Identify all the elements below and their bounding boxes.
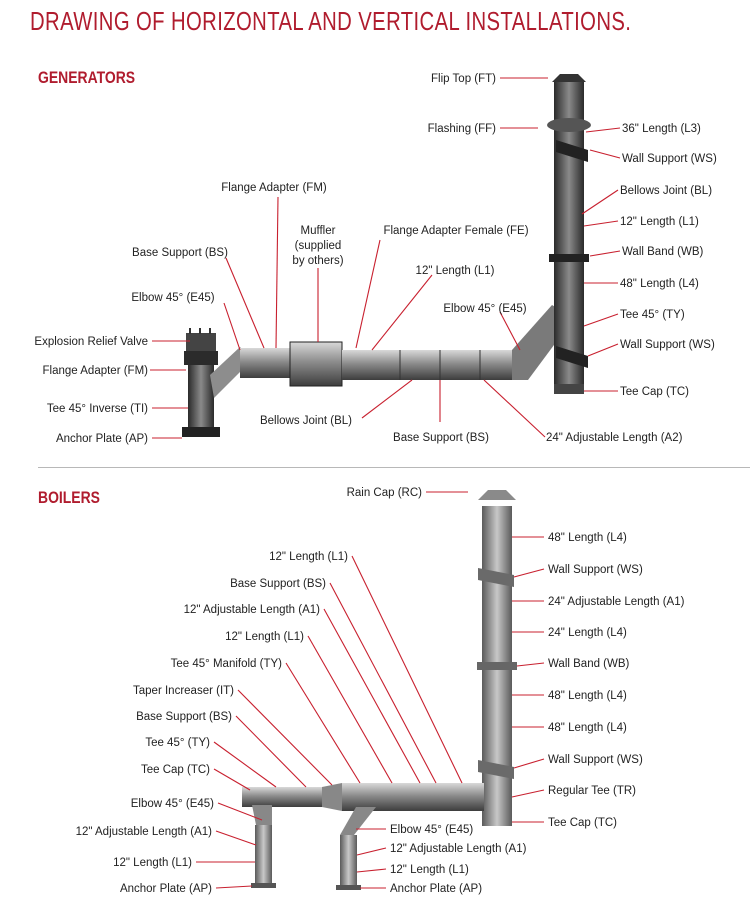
boiler-labels: Rain Cap (RC) 48" Length (L4) Wall Suppo… [76,487,685,895]
boilers-heading: BOILERS [38,488,100,507]
label-48-length-b: 48" Length (L4) [548,690,627,702]
tee45-inverse [188,365,214,427]
label-taper-increaser: Taper Increaser (IT) [133,685,234,697]
label-48-length: 48" Length (L4) [620,278,699,290]
wall-band-boiler [477,662,517,670]
label-24-adjustable: 24" Adjustable Length (A1) [548,596,685,608]
rain-cap [478,490,516,500]
anchor-plate-left [182,427,220,437]
label-flange-adapter-top: Flange Adapter (FM) [221,182,327,194]
flange-adapter-left [184,351,218,365]
label-bellows-joint-v: Bellows Joint (BL) [620,185,712,197]
label-tee45-manifold: Tee 45° Manifold (TY) [171,658,283,670]
label-tee-cap-right: Tee Cap (TC) [548,817,617,829]
label-bellows-joint-h: Bellows Joint (BL) [260,415,352,427]
label-12-length-left: 12" Length (L1) [113,857,192,869]
label-muffler-line2: (supplied [295,240,342,252]
label-wall-support-2: Wall Support (WS) [620,339,715,351]
label-12-adjustable-left: 12" Adjustable Length (A1) [76,826,213,838]
label-regular-tee: Regular Tee (TR) [548,785,636,797]
boiler-elbow-mid [340,807,376,835]
boiler-drop-left [255,825,272,883]
label-elbow45-left: Elbow 45° (E45) [131,292,214,304]
label-24-length: 24" Length (L4) [548,627,627,639]
wall-support-boiler-1 [478,568,514,587]
anchor-plate-boiler-left [251,883,276,888]
flashing [547,118,591,132]
label-36-length: 36" Length (L3) [622,123,701,135]
label-muffler-line3: by others) [292,255,343,267]
label-flip-top: Flip Top (FT) [431,73,496,85]
label-12-adjustable-top: 12" Adjustable Length (A1) [184,604,321,616]
label-tee45: Tee 45° (TY) [145,737,210,749]
muffler [289,341,343,387]
explosion-relief-valve [186,333,216,351]
wall-support-gen-2 [556,346,588,368]
horizontal-run-right [342,350,522,380]
wall-support-gen-1 [556,140,588,162]
label-flange-adapter-left: Flange Adapter (FM) [43,365,149,377]
boiler-drop-mid [340,835,357,885]
label-elbow45-left: Elbow 45° (E45) [131,798,214,810]
generators-heading: GENERATORS [38,68,136,87]
label-tee-cap: Tee Cap (TC) [620,386,689,398]
label-base-support-h: Base Support (BS) [393,432,489,444]
label-elbow45-right: Elbow 45° (E45) [443,303,526,315]
label-elbow45-mid: Elbow 45° (E45) [390,824,473,836]
wall-band-gen [549,254,589,262]
main-stack [554,82,584,394]
label-48-length-c: 48" Length (L4) [548,722,627,734]
label-explosion-valve: Explosion Relief Valve [34,336,148,348]
generator-drawing [182,74,591,437]
page-title: DRAWING OF HORIZONTAL AND VERTICAL INSTA… [30,6,632,36]
label-wall-band: Wall Band (WB) [548,658,630,670]
boiler-manifold-right [342,783,484,811]
label-12-adjustable-mid: 12" Adjustable Length (A1) [390,843,527,855]
label-wall-support-1: Wall Support (WS) [622,153,717,165]
wall-support-boiler-2 [478,760,514,779]
tee-cap-gen [554,384,584,394]
label-flashing: Flashing (FF) [428,123,497,135]
label-12-length-v: 12" Length (L1) [620,216,699,228]
label-wall-band: Wall Band (WB) [622,246,704,258]
boiler-elbow-left [252,805,272,825]
generator-labels: Flip Top (FT) Flashing (FF) 36" Length (… [34,73,717,445]
label-12-length-mid: 12" Length (L1) [225,631,304,643]
boiler-manifold-left [242,787,322,807]
label-anchor-mid: Anchor Plate (AP) [390,883,482,895]
label-base-support-top: Base Support (BS) [230,578,326,590]
horizontal-run-left [240,348,290,378]
label-tee45: Tee 45° (TY) [620,309,685,321]
label-base-support-left: Base Support (BS) [132,247,228,259]
label-tee-cap-left: Tee Cap (TC) [141,764,210,776]
anchor-plate-boiler-mid [336,885,361,890]
taper-increaser [322,783,342,811]
label-muffler: Muffler [301,225,336,237]
generator-leader-lines [150,77,621,439]
label-rain-cap: Rain Cap (RC) [347,487,423,499]
label-wall-support-a: Wall Support (WS) [548,564,643,576]
label-12-length-top: 12" Length (L1) [269,551,348,563]
boiler-drawing [242,490,517,890]
label-12-length-h: 12" Length (L1) [416,265,495,277]
label-12-length-mid-drop: 12" Length (L1) [390,864,469,876]
label-flange-female: Flange Adapter Female (FE) [383,225,528,237]
label-anchor-left: Anchor Plate (AP) [120,883,212,895]
boiler-leader-lines [196,491,545,889]
section-divider [38,467,750,468]
label-48-length-a: 48" Length (L4) [548,532,627,544]
label-tee45-inverse: Tee 45° Inverse (TI) [47,403,148,415]
label-anchor-plate: Anchor Plate (AP) [56,433,148,445]
label-base-support-low: Base Support (BS) [136,711,232,723]
label-24-adjustable: 24" Adjustable Length (A2) [546,432,683,444]
flip-top [552,74,586,82]
label-wall-support-b: Wall Support (WS) [548,754,643,766]
